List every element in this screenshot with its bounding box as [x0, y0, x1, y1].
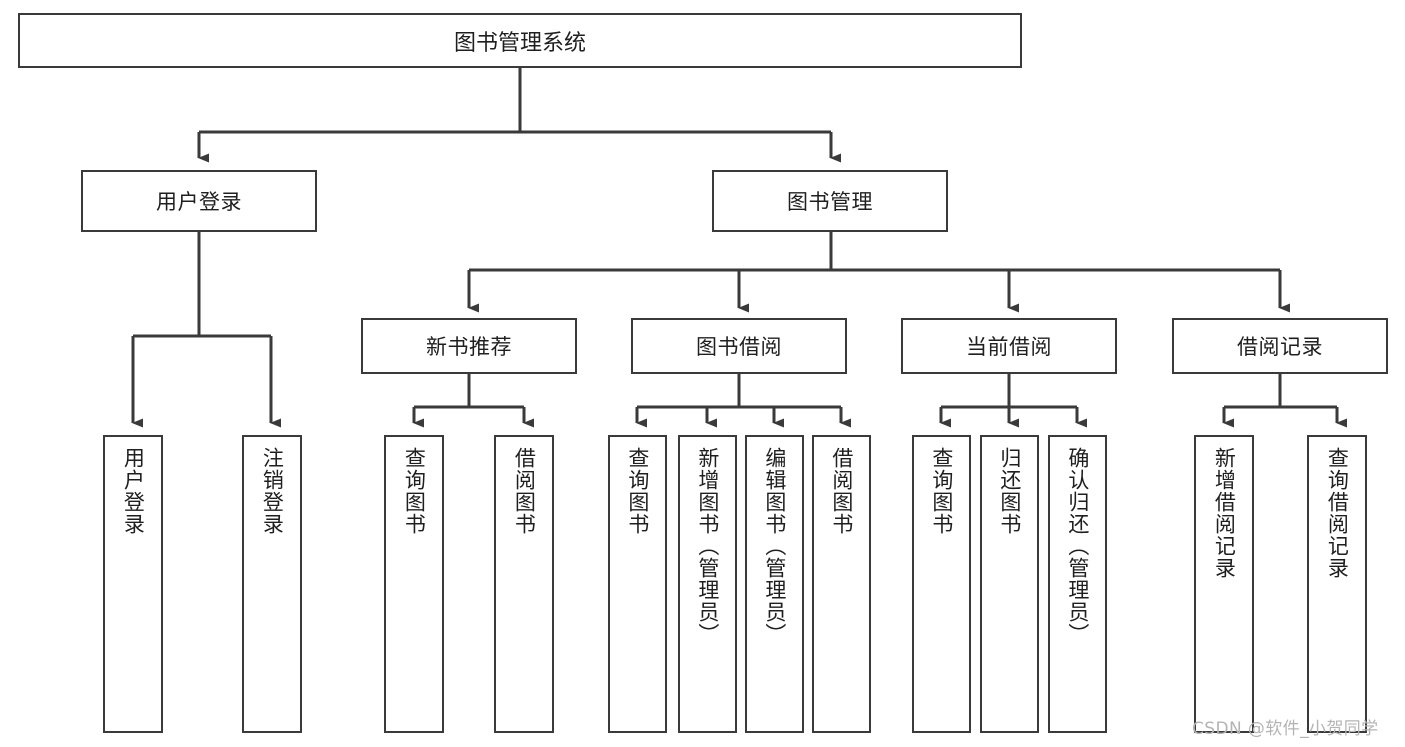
- leaf-query-book-recommend[interactable]: 查询图书: [384, 435, 444, 733]
- node-root-system[interactable]: 图书管理系统: [18, 13, 1022, 68]
- node-label: 查询图书: [625, 447, 650, 535]
- node-current-borrow[interactable]: 当前借阅: [901, 318, 1117, 374]
- node-new-book-recommend[interactable]: 新书推荐: [361, 318, 577, 374]
- node-label: 查询借阅记录: [1325, 447, 1350, 579]
- leaf-edit-book-admin[interactable]: 编辑图书（管理员）: [745, 435, 804, 733]
- node-label: 用户登录: [121, 447, 146, 535]
- csdn-watermark: CSDN @软件_小贺同学: [1192, 719, 1379, 739]
- node-label: 借阅图书: [512, 447, 537, 535]
- leaf-borrow-book[interactable]: 借阅图书: [812, 435, 871, 733]
- leaf-borrow-book-recommend[interactable]: 借阅图书: [494, 435, 554, 733]
- leaf-return-book[interactable]: 归还图书: [980, 435, 1039, 733]
- leaf-query-book-current[interactable]: 查询图书: [912, 435, 971, 733]
- leaf-add-borrow-record[interactable]: 新增借阅记录: [1194, 435, 1254, 733]
- node-label: 查询图书: [929, 447, 954, 535]
- leaf-confirm-return-admin[interactable]: 确认归还（管理员）: [1048, 435, 1107, 733]
- node-label: 新增借阅记录: [1212, 447, 1237, 579]
- leaf-add-book-admin[interactable]: 新增图书（管理员）: [678, 435, 737, 733]
- node-book-borrow[interactable]: 图书借阅: [631, 318, 847, 374]
- node-label: 借阅记录: [1237, 335, 1323, 359]
- node-label: 当前借阅: [966, 335, 1052, 359]
- node-label: 借阅图书: [829, 447, 854, 535]
- leaf-logout[interactable]: 注销登录: [242, 435, 302, 733]
- node-label: 确认归还（管理员）: [1065, 447, 1090, 645]
- node-user-login[interactable]: 用户登录: [81, 170, 317, 232]
- node-label: 注销登录: [260, 447, 285, 535]
- node-label: 查询图书: [402, 447, 427, 535]
- node-label: 新增图书（管理员）: [695, 447, 720, 645]
- leaf-user-login[interactable]: 用户登录: [103, 435, 163, 733]
- node-label: 编辑图书（管理员）: [762, 447, 787, 645]
- leaf-query-borrow-record[interactable]: 查询借阅记录: [1307, 435, 1367, 733]
- node-label: 图书管理系统: [453, 30, 586, 56]
- node-borrow-records[interactable]: 借阅记录: [1172, 318, 1388, 374]
- node-label: 新书推荐: [426, 335, 512, 359]
- node-label: 用户登录: [156, 190, 242, 214]
- node-label: 图书借阅: [696, 335, 782, 359]
- node-label: 归还图书: [997, 447, 1022, 535]
- node-label: 图书管理: [787, 190, 873, 214]
- leaf-query-book-borrow[interactable]: 查询图书: [608, 435, 667, 733]
- node-book-management[interactable]: 图书管理: [712, 170, 948, 232]
